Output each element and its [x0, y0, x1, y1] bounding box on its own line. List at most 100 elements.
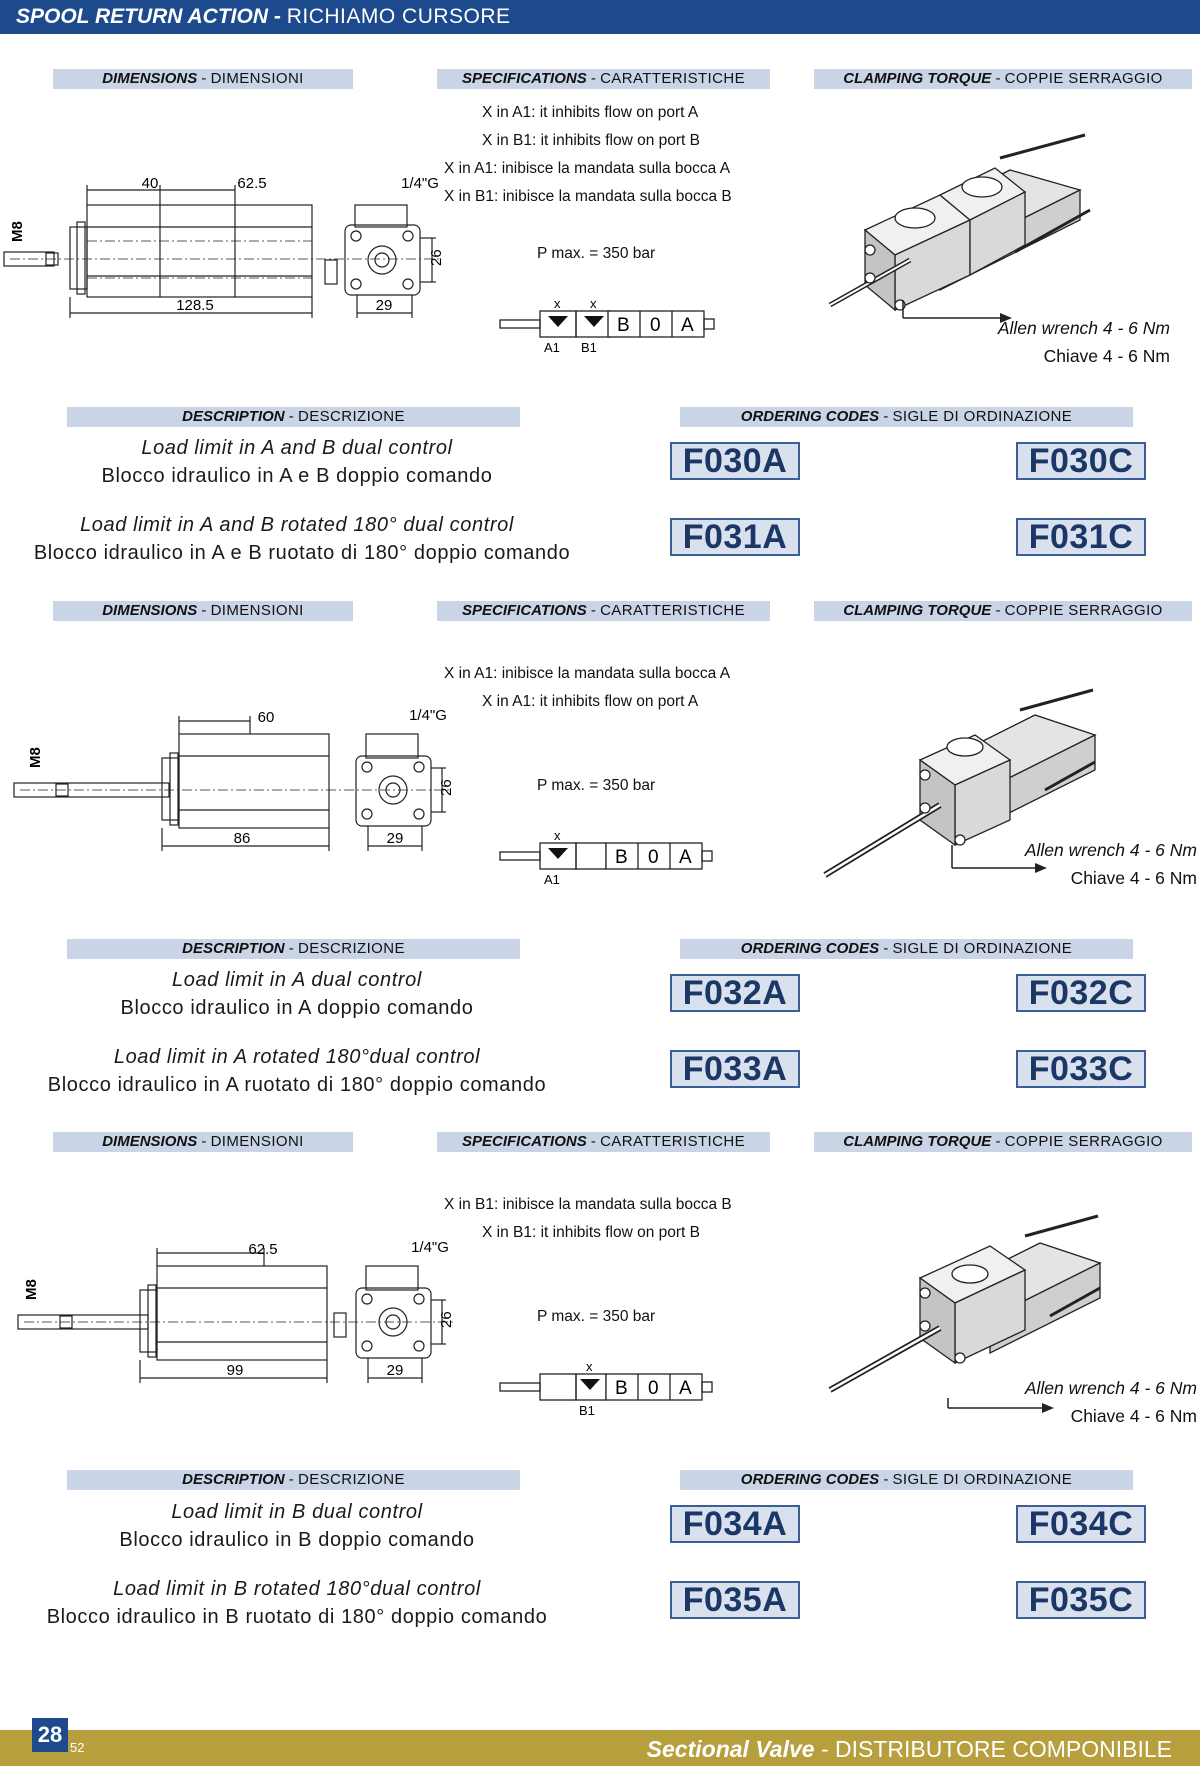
dim-a-text: 62.5 [248, 1241, 277, 1258]
valve-illustration [828, 1214, 1102, 1413]
label-en: DIMENSIONS [102, 602, 198, 619]
dim-length-text: 86 [234, 830, 251, 847]
label-en: ORDERING CODES [740, 1471, 880, 1488]
label-it: COPPIE SERRAGGIO [1004, 1133, 1163, 1150]
label-en: ORDERING CODES [740, 940, 880, 957]
label-sep: - [586, 1133, 601, 1150]
dim-port-text: 1/4"G [411, 1239, 449, 1256]
hydraulic-symbol: x B1 B 0 A [499, 1359, 713, 1418]
symbol-port-label: B1 [581, 340, 597, 355]
page-title: SPOOL RETURN ACTION - RICHIAMO CURSORE [16, 5, 511, 29]
pressure-spec: P max. = 350 bar [537, 245, 656, 262]
label-it: DESCRIZIONE [297, 1471, 405, 1488]
dim-a-text: 40 [142, 175, 159, 192]
label-sep: - [197, 1133, 211, 1150]
ordering-code: F034A [670, 1505, 800, 1543]
ordering-code: F031C [1016, 518, 1146, 556]
footer-title-sep: - [814, 1736, 836, 1762]
label-sep: - [284, 940, 298, 957]
arrow-icon [1042, 1403, 1054, 1413]
label-it: SIGLE DI ORDINAZIONE [892, 940, 1073, 957]
spec-line: X in A1: it inhibits flow on port A [482, 104, 699, 121]
torque-it: Chiave 4 - 6 Nm [1070, 868, 1197, 888]
label-en: DESCRIPTION [182, 1471, 285, 1488]
ordering-code: F032C [1016, 974, 1146, 1012]
dim-height-text: 26 [438, 1311, 455, 1328]
label-sep: - [197, 602, 211, 619]
ordering-code: F030A [670, 442, 800, 480]
label-it: CARATTERISTICHE [600, 70, 745, 87]
spec-line: X in A1: it inhibits flow on port A [482, 693, 699, 710]
symbol-a: A [679, 1378, 692, 1399]
ordering-code: F033A [670, 1050, 800, 1088]
label-en: ORDERING CODES [740, 408, 880, 425]
valve-illustration [828, 133, 1091, 323]
description-it: Blocco idraulico in A doppio comando [120, 997, 474, 1019]
symbol-b: B [615, 847, 628, 868]
symbol-a: A [679, 847, 692, 868]
description-en: Load limit in A rotated 180°dual control [113, 1046, 481, 1068]
ordering-code: F034C [1016, 1505, 1146, 1543]
ordering-code: F032A [670, 974, 800, 1012]
dim-width-text: 29 [387, 1362, 404, 1379]
description-it: Blocco idraulico in A e B ruotato di 180… [33, 542, 571, 564]
dim-a-text: 60 [258, 709, 275, 726]
description-it: Blocco idraulico in A ruotato di 180° do… [47, 1074, 547, 1096]
page-title-it: RICHIAMO CURSORE [286, 5, 511, 28]
ordering-codes-header: ORDERING CODES - SIGLE DI ORDINAZIONE [680, 1470, 1133, 1490]
description-it: Blocco idraulico in A e B doppio comando [101, 465, 493, 487]
label-en: SPECIFICATIONS [462, 602, 587, 619]
spec-line: X in A1: inibisce la mandata sulla bocca… [444, 160, 731, 177]
label-en: DIMENSIONS [102, 1133, 198, 1150]
label-en: DESCRIPTION [182, 940, 285, 957]
check-valve-icon [584, 316, 604, 327]
clamping-torque-header: CLAMPING TORQUE - COPPIE SERRAGGIO [814, 601, 1192, 621]
label-en: SPECIFICATIONS [462, 70, 587, 87]
dimensions-header: DIMENSIONS - DIMENSIONI [53, 69, 353, 89]
clamping-torque-header: CLAMPING TORQUE - COPPIE SERRAGGIO [814, 1132, 1192, 1152]
label-sep: - [284, 408, 298, 425]
symbol-b: B [615, 1378, 628, 1399]
arrow-icon [1000, 313, 1012, 323]
clamping-torque-header: CLAMPING TORQUE - COPPIE SERRAGGIO [814, 69, 1192, 89]
label-en: DESCRIPTION [182, 408, 285, 425]
check-valve-icon [580, 1379, 600, 1390]
label-sep: - [879, 1471, 893, 1488]
symbol-port-label: B1 [579, 1403, 595, 1418]
hydraulic-symbol: x A1 B 0 A [499, 828, 713, 887]
symbol-port-label: A1 [544, 872, 560, 887]
label-it: SIGLE DI ORDINAZIONE [892, 408, 1073, 425]
torque-en: Allen wrench 4 - 6 Nm [997, 318, 1170, 338]
description-en: Load limit in B dual control [171, 1501, 423, 1523]
pressure-spec: P max. = 350 bar [537, 777, 656, 794]
symbol-x: x [590, 296, 597, 311]
dimensions-header: DIMENSIONS - DIMENSIONI [53, 1132, 353, 1152]
label-it: DESCRIZIONE [297, 408, 405, 425]
specifications-header: SPECIFICATIONS - CARATTERISTICHE [437, 69, 770, 89]
hydraulic-symbol: x x A1 B1 B 0 A [499, 296, 715, 355]
label-sep: - [991, 602, 1005, 619]
spec-line: X in B1: it inhibits flow on port B [482, 132, 700, 149]
label-it: DIMENSIONI [210, 70, 304, 87]
symbol-x: x [554, 296, 561, 311]
check-valve-icon [548, 848, 568, 859]
label-en: CLAMPING TORQUE [843, 602, 992, 619]
pressure-spec: P max. = 350 bar [537, 1308, 656, 1325]
dim-width-text: 29 [387, 830, 404, 847]
symbol-x: x [554, 828, 561, 843]
valve-illustration [823, 688, 1097, 878]
dim-port-text: 1/4"G [409, 707, 447, 724]
torque-en: Allen wrench 4 - 6 Nm [1024, 1378, 1197, 1398]
ordering-codes-header: ORDERING CODES - SIGLE DI ORDINAZIONE [680, 939, 1133, 959]
label-it: DESCRIZIONE [297, 940, 405, 957]
dim-b-text: 62.5 [237, 175, 266, 192]
symbol-zero: 0 [648, 1378, 659, 1399]
label-it: CARATTERISTICHE [600, 602, 745, 619]
label-en: DIMENSIONS [102, 70, 198, 87]
torque-it: Chiave 4 - 6 Nm [1043, 346, 1170, 366]
description-en: Load limit in B rotated 180°dual control [113, 1578, 481, 1600]
label-it: DIMENSIONI [210, 602, 304, 619]
label-sep: - [879, 408, 893, 425]
label-sep: - [197, 70, 211, 87]
dim-width-text: 29 [376, 297, 393, 314]
